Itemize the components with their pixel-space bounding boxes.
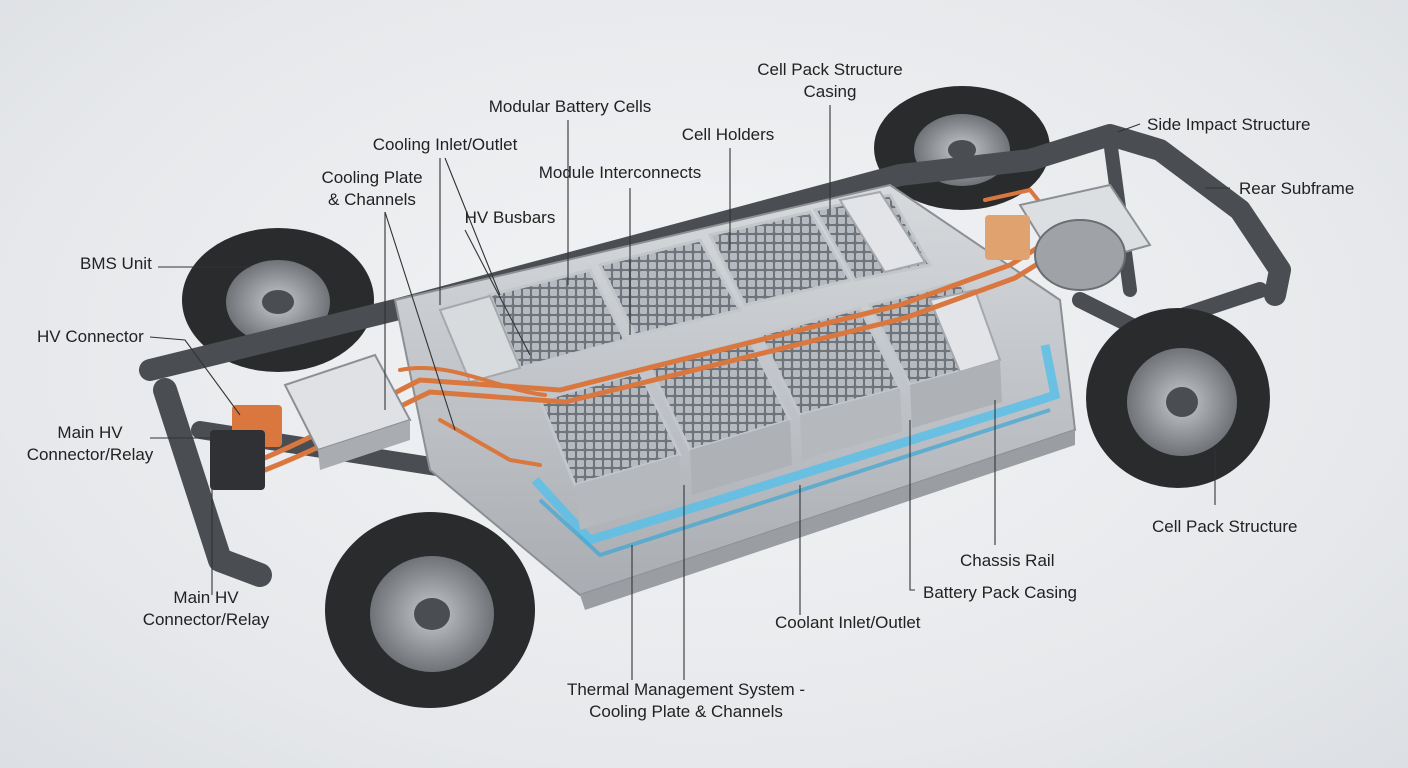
label-module-interconnects: Module Interconnects xyxy=(538,163,702,182)
label-cooling-plate-channels: Cooling Plate & Channels xyxy=(308,167,436,211)
label-line: & Channels xyxy=(328,190,416,209)
rear-right-wheel xyxy=(1086,308,1270,488)
label-line: Casing xyxy=(803,82,857,101)
label-line: Cell Pack Structure xyxy=(757,60,903,79)
label-main-hv-connector-relay-bottom: Main HV Connector/Relay xyxy=(136,587,276,631)
leader-lines xyxy=(149,105,1230,680)
front-power-unit xyxy=(210,353,412,490)
label-line: Main HV xyxy=(57,423,123,442)
label-line: Thermal Management System - xyxy=(566,680,806,699)
label-cell-pack-structure: Cell Pack Structure xyxy=(1152,517,1298,536)
label-cell-pack-structure-casing: Cell Pack Structure Casing xyxy=(735,59,925,103)
label-hv-connector: HV Connector xyxy=(37,327,144,346)
label-modular-battery-cells: Modular Battery Cells xyxy=(488,97,652,116)
battery-modules xyxy=(438,190,1003,530)
label-line: Connector/Relay xyxy=(142,610,270,629)
label-chassis-rail: Chassis Rail xyxy=(960,551,1055,570)
label-bms-unit: BMS Unit xyxy=(80,254,152,273)
label-coolant-inlet-outlet: Coolant Inlet/Outlet xyxy=(775,613,921,632)
label-cooling-inlet-outlet: Cooling Inlet/Outlet xyxy=(372,135,518,154)
rear-drive-unit xyxy=(985,183,1152,291)
front-right-wheel xyxy=(325,512,535,708)
label-hv-busbars: HV Busbars xyxy=(464,208,556,227)
label-rear-subframe: Rear Subframe xyxy=(1239,179,1355,198)
label-line: Main HV xyxy=(173,588,239,607)
label-cell-holders: Cell Holders xyxy=(681,125,775,144)
label-thermal-management-system: Thermal Management System - Cooling Plat… xyxy=(548,679,824,723)
label-main-hv-connector-relay-top: Main HV Connector/Relay xyxy=(20,422,160,466)
label-side-impact-structure: Side Impact Structure xyxy=(1147,115,1311,134)
label-line: Connector/Relay xyxy=(26,445,154,464)
label-battery-pack-casing: Battery Pack Casing xyxy=(923,583,1078,602)
label-line: Cooling Plate xyxy=(321,168,423,187)
label-line: Cooling Plate & Channels xyxy=(589,702,783,721)
